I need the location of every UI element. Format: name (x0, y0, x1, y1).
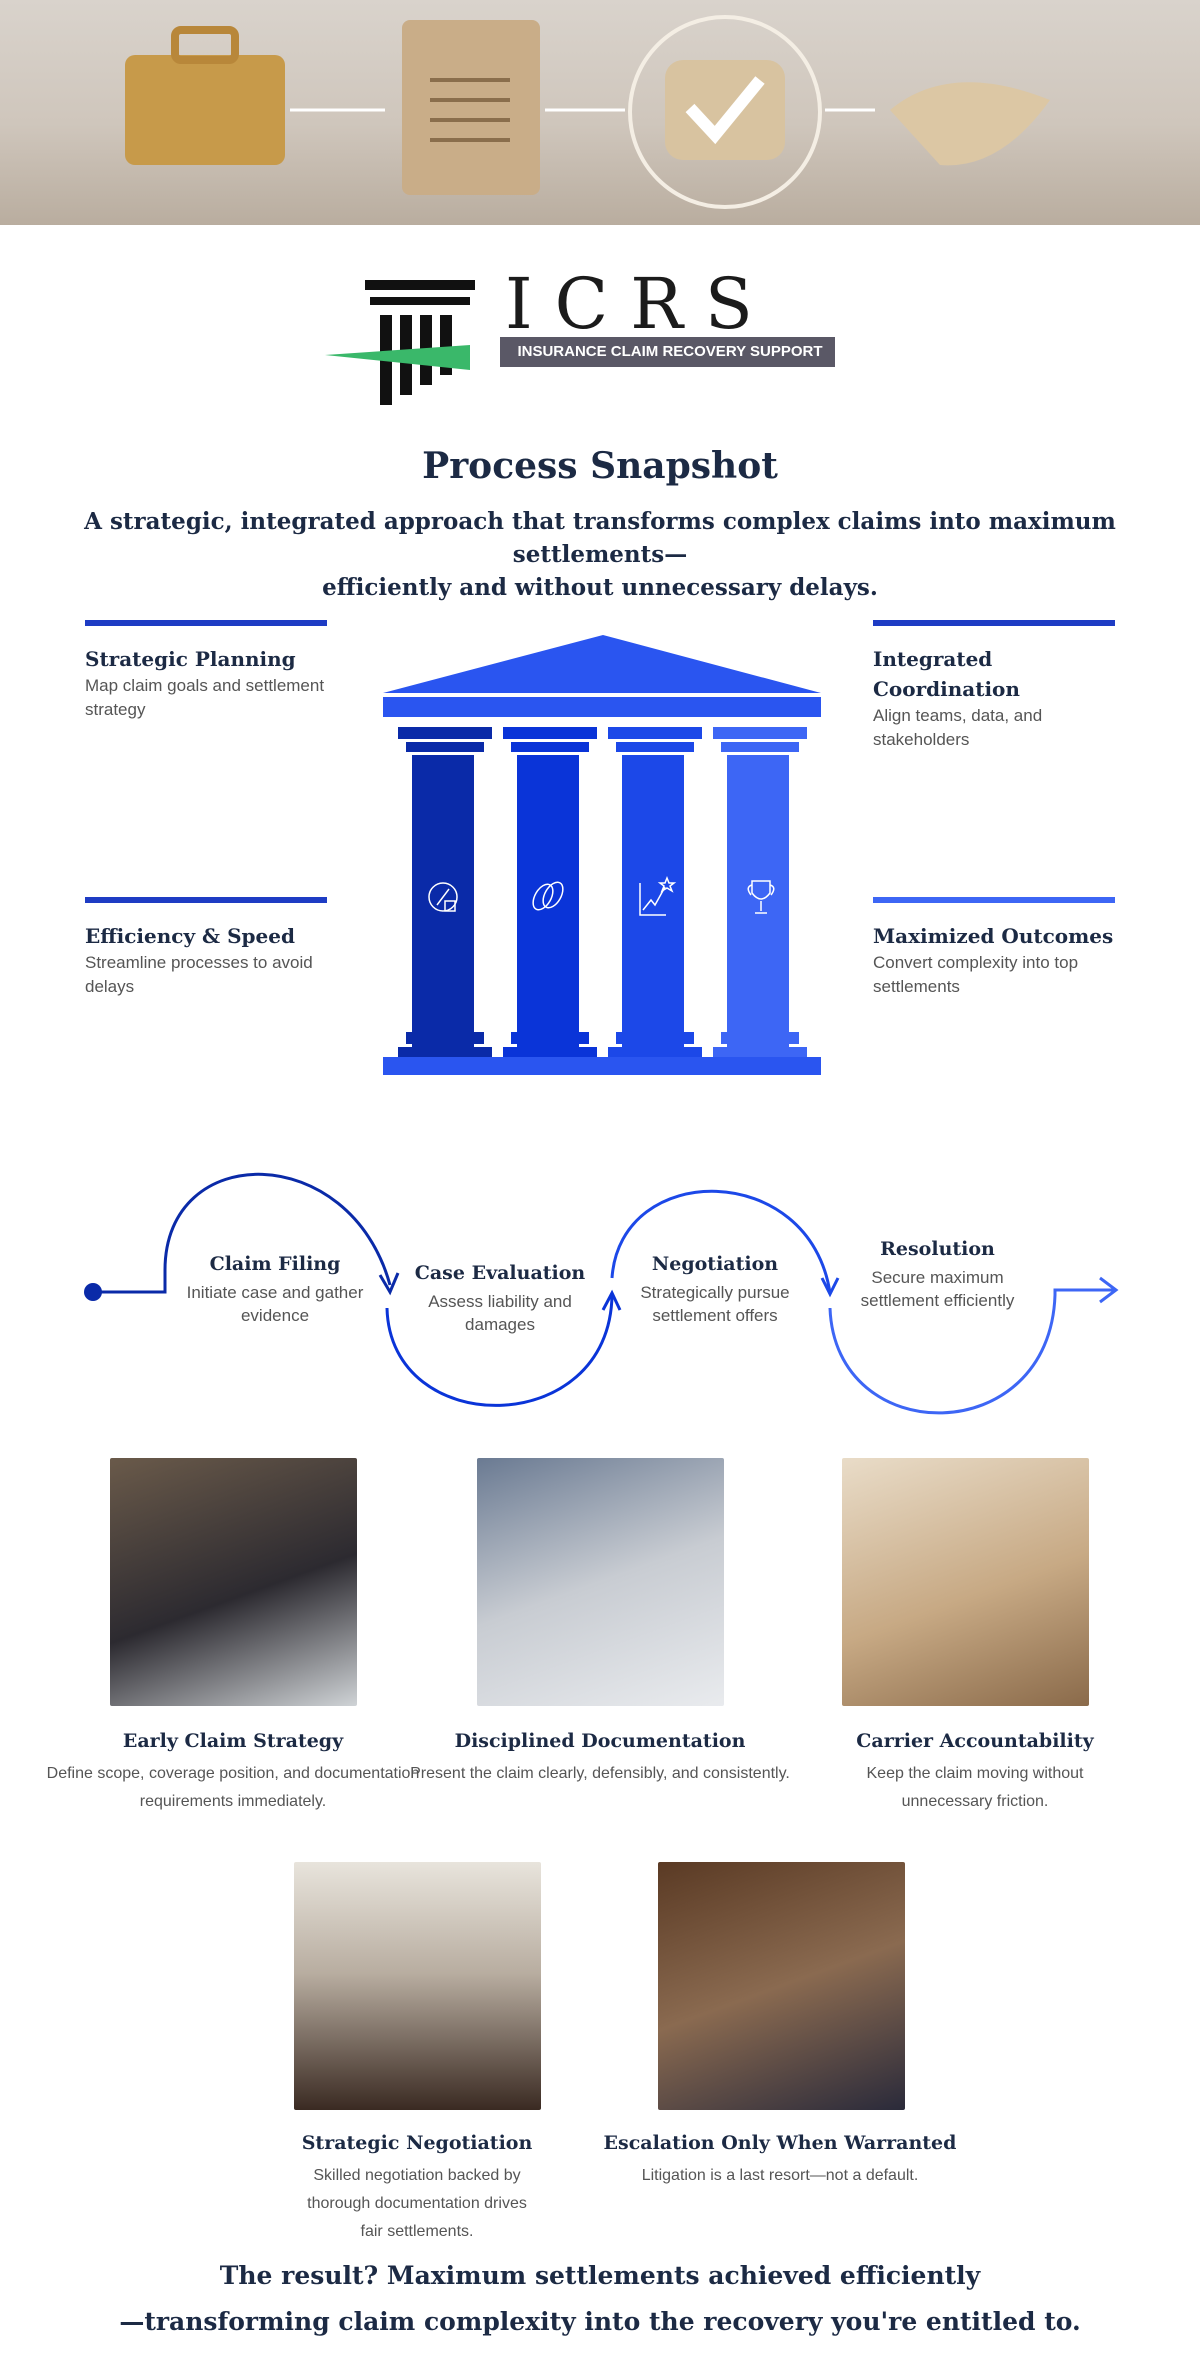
handshake-icon (890, 82, 1050, 166)
process-icons-illustration (125, 15, 1050, 209)
logo-mark: ICRS (505, 263, 775, 345)
column-2 (503, 727, 597, 1059)
result-statement: The result? Maximum settlements achieved… (119, 2261, 1081, 2336)
pillar-maximized-outcomes: Maximized Outcomes Convert complexity in… (873, 897, 1123, 999)
arrow-down-icon (378, 1272, 400, 1296)
arrow-right-icon (1099, 1276, 1119, 1304)
page-subtitle: A strategic, integrated approach that tr… (84, 508, 1116, 601)
flow-arc-3 (610, 1189, 832, 1294)
photo-attorney-portrait (658, 1862, 905, 2110)
briefcase-icon (125, 55, 285, 165)
pillar-efficiency-speed: Efficiency & Speed Streamline processes … (85, 897, 335, 999)
arrow-up-icon (601, 1289, 622, 1311)
column-4 (713, 727, 807, 1059)
photo-binders-documentation (477, 1458, 724, 1706)
photo-office-meeting (842, 1458, 1089, 1706)
hero-banner-image (0, 0, 1200, 225)
growth-chart-star-icon (639, 875, 677, 916)
photo-fire-damage-inspection (110, 1458, 357, 1706)
temple-pillars-graphic (383, 635, 821, 1075)
icrs-logo: ICRS INSURANCE CLAIM RECOVERY SUPPORT (325, 263, 845, 410)
column-3 (608, 727, 702, 1059)
document-icon (402, 20, 540, 195)
photo-boardroom-negotiation (294, 1862, 541, 2110)
link-rings-icon (532, 881, 564, 911)
process-flow-diagram (84, 1172, 1119, 1415)
logo-tagline: INSURANCE CLAIM RECOVERY SUPPORT (517, 343, 823, 360)
flow-arc-2 (385, 1294, 614, 1407)
pillar-integrated-coordination: Integrated Coordination Align teams, dat… (873, 620, 1115, 752)
page-title: Process Snapshot (422, 445, 778, 487)
checkmark-circle-icon (628, 15, 822, 209)
flow-arc-1 (93, 1172, 392, 1294)
trophy-icon (747, 880, 775, 914)
column-1 (398, 727, 492, 1059)
compass-puzzle-icon (428, 882, 458, 912)
flow-arc-4 (828, 1288, 1115, 1415)
pillar-strategic-planning: Strategic Planning Map claim goals and s… (85, 620, 335, 722)
arrow-down-icon (820, 1277, 840, 1298)
